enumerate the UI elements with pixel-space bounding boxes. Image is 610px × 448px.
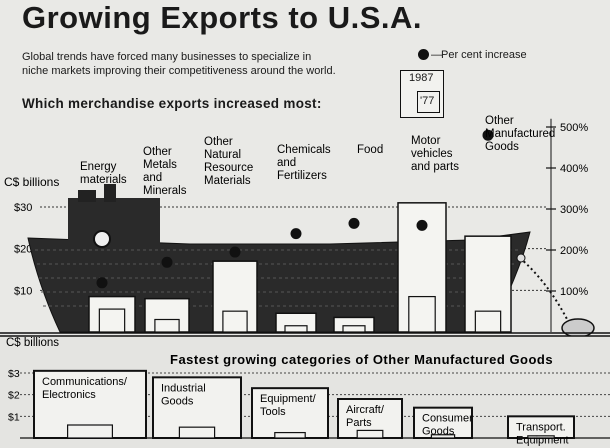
category-label: Materials — [204, 175, 251, 187]
percent-increase-dot — [229, 246, 241, 258]
bottom-y-tick-label: $1 — [8, 411, 20, 423]
category-label: Energy — [80, 161, 117, 173]
bar-1977 — [98, 308, 126, 333]
legend-dash: — — [431, 49, 442, 61]
bottom-category-label: Tools — [260, 406, 286, 418]
category-label: Minerals — [143, 185, 187, 197]
percent-increase-dot — [416, 219, 428, 231]
percent-tick-label: 500% — [560, 122, 588, 134]
section-title: Which merchandise exports increased most… — [22, 96, 322, 111]
category-label: Fertilizers — [277, 170, 327, 182]
category-label: materials — [80, 174, 127, 186]
category-label: Other — [485, 115, 514, 127]
bottom-category-label: Equipment/ — [260, 393, 317, 405]
bar-1977 — [408, 295, 436, 333]
bottom-bar-1977 — [430, 434, 456, 439]
legend-dot-icon — [418, 49, 429, 60]
percent-tick-label: 400% — [560, 163, 588, 175]
chain-ring — [516, 253, 526, 263]
anchor-chain — [519, 257, 571, 326]
legend-year-1987: 1987 — [409, 72, 434, 84]
lifebuoy-icon — [93, 230, 111, 248]
ship-funnel — [104, 184, 116, 202]
category-label: Goods — [485, 141, 519, 153]
bottom-category-label: Electronics — [42, 389, 96, 401]
legend-year-77: '77 — [420, 95, 435, 107]
bar-1977 — [222, 310, 248, 333]
category-label: Resource — [204, 162, 253, 174]
category-label: Other — [143, 146, 172, 158]
category-label: Food — [357, 144, 383, 156]
bottom-bar-1977 — [66, 424, 113, 439]
bottom-bar-1977 — [356, 429, 384, 439]
percent-increase-dot — [348, 217, 360, 229]
bottom-title: Fastest growing categories of Other Manu… — [170, 352, 553, 367]
ship-cabin — [68, 198, 160, 244]
bottom-bar-1987 — [251, 387, 329, 439]
bottom-y-tick-label: $2 — [8, 390, 20, 402]
ship-funnel — [78, 190, 96, 202]
category-label: and — [143, 172, 162, 184]
category-label: and parts — [411, 161, 459, 173]
category-label: Manufactured — [485, 128, 555, 140]
percent-tick-label: 300% — [560, 204, 588, 216]
bottom-y-tick-label: $3 — [8, 368, 20, 380]
y-tick-label: $20 — [14, 244, 32, 256]
bottom-category-label: Parts — [346, 417, 372, 429]
percent-increase-dot — [290, 228, 302, 240]
category-label: and — [277, 157, 296, 169]
bottom-category-label: Industrial — [161, 382, 206, 394]
bottom-bar-1977 — [178, 426, 216, 439]
bottom-category-label: Aircraft/ — [346, 404, 385, 416]
bottom-y-axis-label: C$ billions — [6, 337, 59, 349]
legend-percent-label: Per cent increase — [441, 49, 527, 61]
bottom-category-label: Consumer — [422, 413, 473, 425]
bar-1977 — [154, 318, 180, 333]
subtitle-line-1: Global trends have forced many businesse… — [22, 51, 312, 63]
category-label: Other — [204, 136, 233, 148]
legend-key-inner — [417, 91, 440, 113]
bottom-category-label: Transport. — [516, 421, 566, 433]
bottom-category-label: Goods — [161, 395, 194, 407]
anchor-icon — [561, 318, 595, 338]
percent-increase-dot — [482, 129, 494, 141]
category-label: Chemicals — [277, 144, 331, 156]
bar-1987 — [212, 260, 258, 333]
bottom-category-label: Goods — [422, 426, 455, 438]
bar-1977 — [342, 325, 366, 333]
bottom-bar-1977 — [274, 431, 306, 439]
y-tick-label: $10 — [14, 285, 32, 297]
percent-increase-dot — [96, 277, 108, 289]
bottom-bar-1977 — [527, 435, 555, 439]
bottom-category-label: Communications/ — [42, 376, 128, 388]
percent-tick-label: 100% — [560, 286, 588, 298]
percent-increase-dot — [161, 256, 173, 268]
bottom-bar-1987 — [413, 406, 473, 439]
bar-1977 — [474, 310, 502, 333]
subtitle-line-2: niche markets improving their competitiv… — [22, 65, 336, 77]
bar-1977 — [284, 325, 308, 333]
category-label: Motor — [411, 135, 441, 147]
category-label: vehicles — [411, 148, 453, 160]
y-tick-label: $30 — [14, 202, 32, 214]
category-label: Natural — [204, 149, 241, 161]
y-axis-label: C$ billions — [4, 175, 59, 189]
page-title: Growing Exports to U.S.A. — [22, 0, 423, 35]
category-label: Metals — [143, 159, 177, 171]
bottom-category-label: Equipment — [516, 434, 569, 446]
percent-tick-label: 200% — [560, 245, 588, 257]
